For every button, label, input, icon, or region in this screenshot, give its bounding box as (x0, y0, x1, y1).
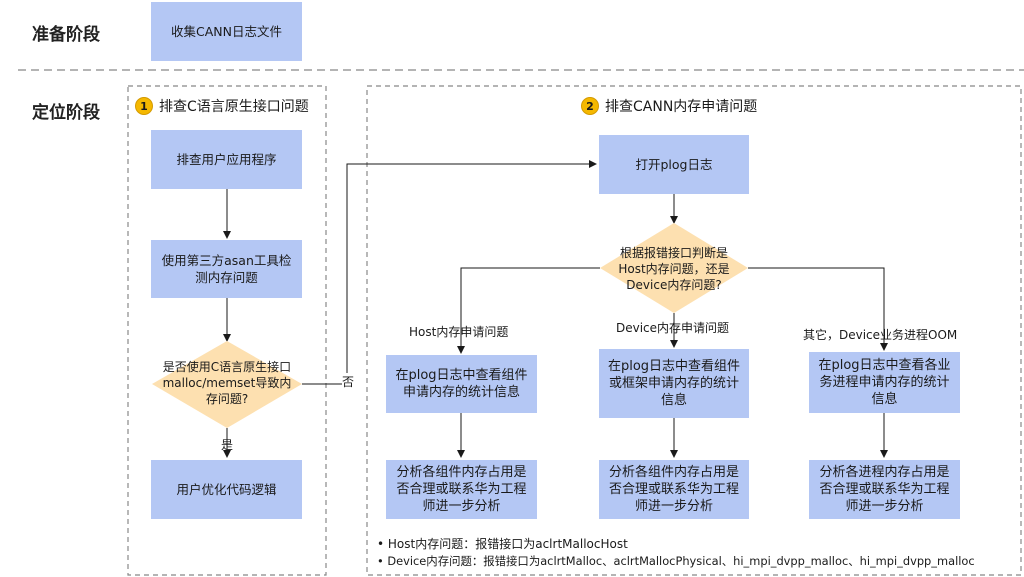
device-analyze-line3: 师进一步分析 (634, 499, 713, 514)
other-check-line1: 在plog日志中查看各业 (818, 358, 951, 373)
check-user-app-text: 排查用户应用程序 (176, 152, 277, 167)
host-check-box: 在plog日志中查看组件 申请内存的统计信息 (386, 355, 537, 413)
optimize-code-text: 用户优化代码逻辑 (176, 482, 277, 497)
host-check-line2: 申请内存的统计信息 (402, 385, 520, 400)
device-check-line3: 信息 (660, 393, 687, 408)
device-check-line2: 或框架申请内存的统计 (608, 376, 739, 391)
note-host: • Host内存问题：报错接口为aclrtMallocHost (377, 535, 628, 552)
section2-decision-line2: Host内存问题，还是 (618, 262, 730, 276)
section1-number-badge: 1 (135, 97, 153, 115)
open-plog-text: 打开plog日志 (635, 157, 713, 172)
asan-check-box: 使用第三方asan工具检 测内存问题 (151, 240, 302, 298)
other-analyze-line1: 分析各进程内存占用是 (819, 465, 950, 480)
note-host-text: Host内存问题：报错接口为aclrtMallocHost (387, 537, 628, 551)
host-check-line1: 在plog日志中查看组件 (395, 368, 528, 383)
section2-decision-diamond (600, 223, 748, 313)
device-analyze-line1: 分析各组件内存占用是 (608, 465, 739, 480)
stage-label-locate: 定位阶段 (32, 103, 100, 123)
device-check-box: 在plog日志中查看组件 或框架申请内存的统计 信息 (599, 349, 749, 418)
other-check-box: 在plog日志中查看各业 务进程申请内存的统计 信息 (809, 352, 960, 413)
section1-decision-line3: 存问题? (205, 392, 249, 406)
collect-logs-box: 收集CANN日志文件 (151, 2, 302, 61)
open-plog-box: 打开plog日志 (599, 135, 749, 194)
other-branch-label: 其它，Device业务进程OOM (803, 328, 958, 342)
check-user-app-box: 排查用户应用程序 (151, 130, 302, 189)
section1-title: 1 排查C语言原生接口问题 (135, 96, 309, 116)
other-check-line3: 信息 (871, 392, 898, 407)
host-analyze-line1: 分析各组件内存占用是 (396, 465, 527, 480)
stage-label-prepare: 准备阶段 (32, 25, 100, 45)
section1-decision-line2: malloc/memset导致内 (162, 376, 292, 390)
asan-check-line2: 测内存问题 (195, 270, 258, 285)
section1-frame (127, 85, 327, 576)
section1-decision-line1: 是否使用C语言原生接口 (162, 360, 292, 374)
yes-label: 是 (221, 438, 234, 452)
section2-title: 2 排查CANN内存申请问题 (581, 96, 757, 116)
device-analyze-box: 分析各组件内存占用是 否合理或联系华为工程 师进一步分析 (599, 460, 749, 519)
section1-decision-text: 是否使用C语言原生接口 malloc/memset导致内 存问题? (147, 359, 307, 407)
host-analyze-line2: 否合理或联系华为工程 (396, 482, 527, 497)
section2-decision-line3: Device内存问题? (626, 278, 722, 292)
host-branch-label: Host内存申请问题 (409, 325, 509, 339)
bullet-icon: • (377, 537, 388, 551)
section2-number-badge: 2 (581, 97, 599, 115)
section2-title-text: 排查CANN内存申请问题 (605, 99, 758, 115)
section1-title-text: 排查C语言原生接口问题 (159, 99, 309, 115)
other-check-line2: 务进程申请内存的统计 (819, 375, 950, 390)
device-analyze-line2: 否合理或联系华为工程 (608, 482, 739, 497)
other-analyze-line3: 师进一步分析 (845, 499, 924, 514)
other-analyze-line2: 否合理或联系华为工程 (819, 482, 950, 497)
other-analyze-box: 分析各进程内存占用是 否合理或联系华为工程 师进一步分析 (809, 460, 960, 519)
section2-decision-line1: 根据报错接口判断是 (619, 246, 728, 260)
no-label: 否 (342, 373, 355, 390)
optimize-code-box: 用户优化代码逻辑 (151, 460, 302, 519)
asan-check-line1: 使用第三方asan工具检 (161, 253, 292, 268)
section2-frame (366, 85, 1022, 576)
section2-decision-text: 根据报错接口判断是 Host内存问题，还是 Device内存问题? (602, 245, 746, 293)
note-device-text: Device内存问题：报错接口为aclrtMalloc、aclrtMallocP… (387, 554, 975, 568)
section1-decision-diamond (152, 341, 302, 428)
host-analyze-box: 分析各组件内存占用是 否合理或联系华为工程 师进一步分析 (386, 460, 537, 519)
bullet-icon: • (377, 554, 388, 568)
device-branch-label: Device内存申请问题 (616, 321, 730, 335)
note-device: • Device内存问题：报错接口为aclrtMalloc、aclrtMallo… (377, 553, 975, 569)
collect-logs-text: 收集CANN日志文件 (171, 24, 282, 39)
host-analyze-line3: 师进一步分析 (422, 499, 501, 514)
device-check-line1: 在plog日志中查看组件 (607, 359, 741, 374)
